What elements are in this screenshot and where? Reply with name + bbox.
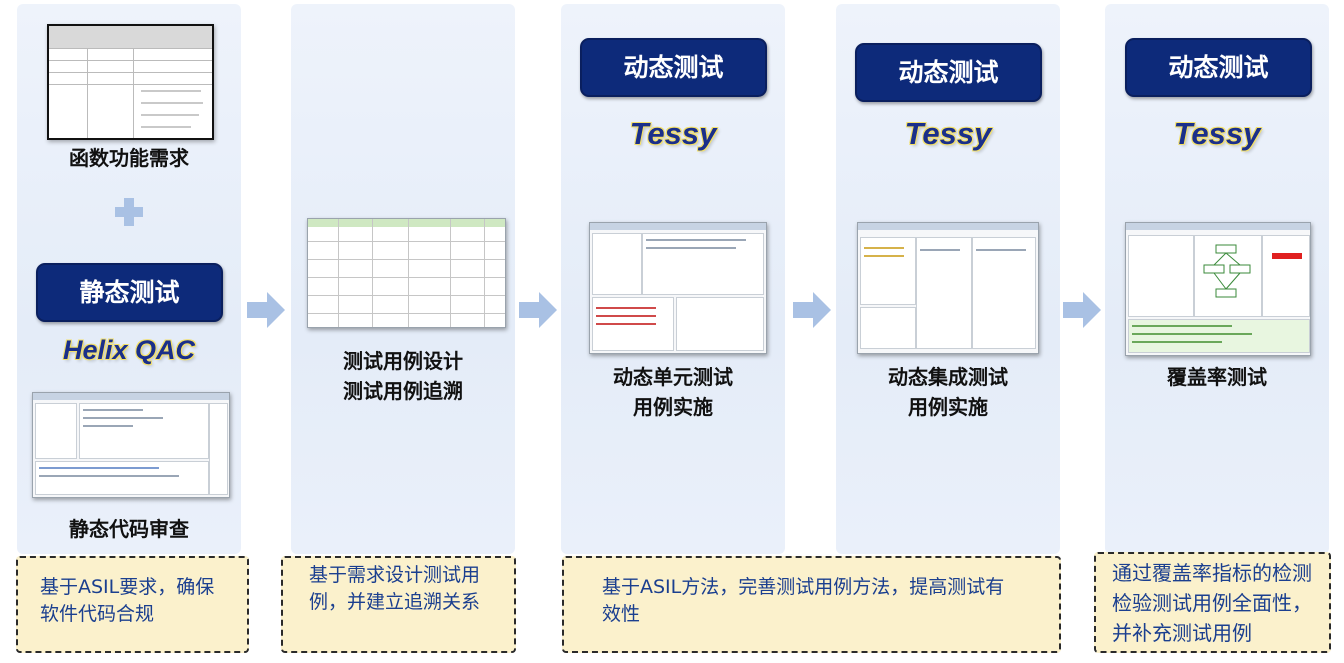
note-static-compliance: 基于ASIL要求，确保软件代码合规 — [16, 556, 249, 653]
tessy-label: Tessy — [904, 116, 992, 151]
tessy-unit-screenshot — [589, 222, 767, 354]
arrow-right-icon — [247, 292, 285, 328]
qac-screenshot — [32, 392, 230, 498]
coverage-screenshot — [1125, 222, 1311, 356]
note-coverage: 通过覆盖率指标的检测检验测试用例全面性，并补充测试用例 — [1094, 552, 1331, 653]
static-test-tag: 静态测试 — [36, 263, 223, 322]
test-case-table-screenshot — [307, 218, 506, 328]
dynamic-test-tag: 动态测试 — [855, 43, 1042, 102]
integration-test-label-line2: 用例实施 — [908, 395, 988, 419]
requirement-document-image — [47, 24, 214, 140]
test-design-label-line1: 测试用例设计 — [343, 349, 463, 373]
arrow-right-icon — [519, 292, 557, 328]
dynamic-test-tag: 动态测试 — [580, 38, 767, 97]
static-code-review-label: 静态代码审查 — [69, 517, 189, 541]
unit-test-label-line2: 用例实施 — [633, 395, 713, 419]
note-test-design: 基于需求设计测试用例，并建立追溯关系 — [281, 556, 516, 653]
helix-qac-label: Helix QAC — [62, 335, 196, 365]
dynamic-test-tag: 动态测试 — [1125, 38, 1312, 97]
tessy-label: Tessy — [1173, 116, 1261, 151]
unit-test-label-line1: 动态单元测试 — [613, 365, 733, 389]
tessy-integration-screenshot — [857, 222, 1039, 354]
note-dynamic-shared: 基于ASIL方法，完善测试用例方法，提高测试有效性 — [562, 556, 1061, 653]
test-design-label-line2: 测试用例追溯 — [343, 379, 463, 403]
plus-icon — [115, 198, 143, 226]
tessy-label: Tessy — [629, 116, 717, 151]
requirement-label: 函数功能需求 — [69, 146, 189, 170]
arrow-right-icon — [793, 292, 831, 328]
integration-test-label-line1: 动态集成测试 — [888, 365, 1008, 389]
coverage-test-label: 覆盖率测试 — [1167, 365, 1267, 389]
arrow-right-icon — [1063, 292, 1101, 328]
